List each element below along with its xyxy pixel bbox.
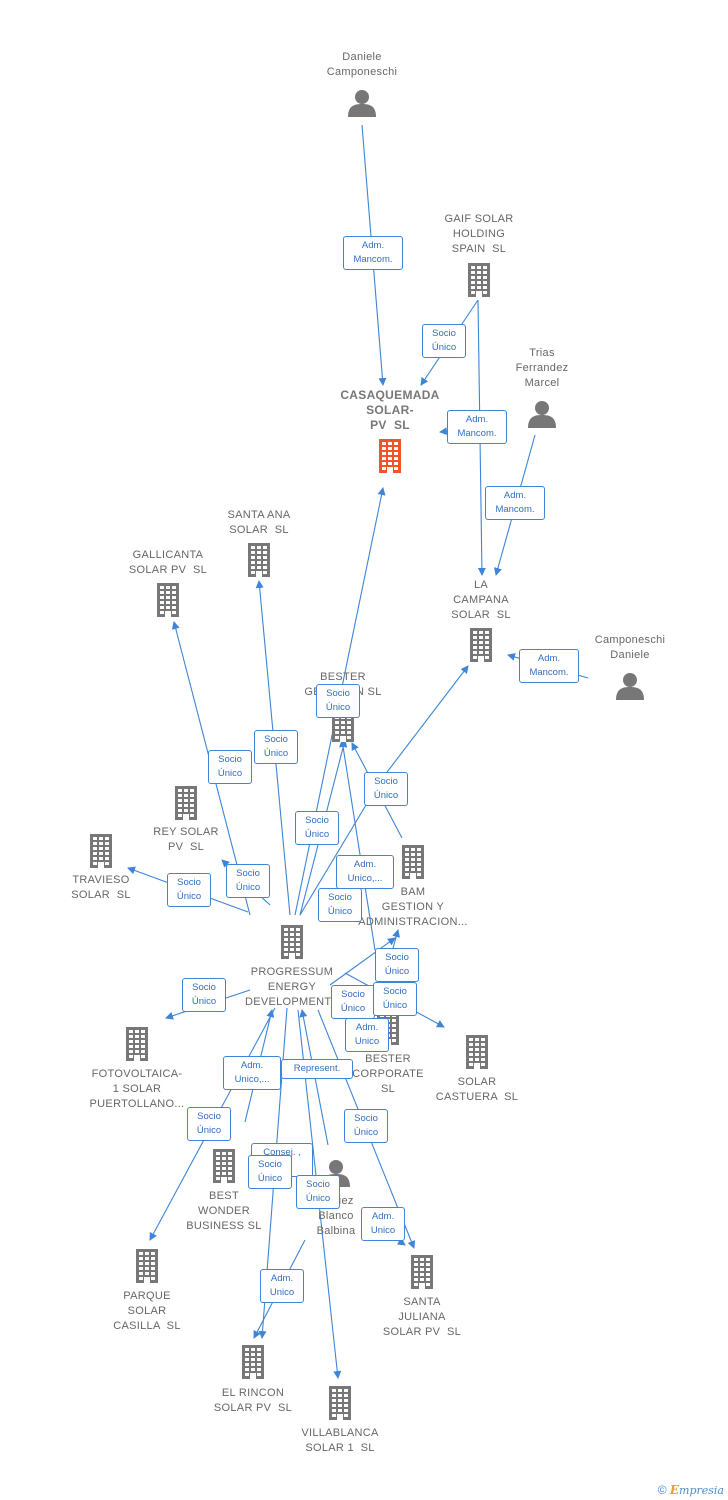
node-label: VILLABLANCA SOLAR 1 SL: [301, 1427, 379, 1454]
node-label: REY SOLAR PV SL: [153, 826, 219, 853]
person-icon[interactable]: [616, 672, 644, 705]
building-icon[interactable]: [402, 845, 424, 884]
building-icon[interactable]: [379, 439, 401, 478]
edge-label[interactable]: Adm. Unico,...: [223, 1056, 281, 1090]
building-icon[interactable]: [157, 583, 179, 622]
node-label: GAIF SOLAR HOLDING SPAIN SL: [444, 213, 514, 255]
building-icon[interactable]: [470, 628, 492, 667]
building-icon[interactable]: [126, 1027, 148, 1066]
edge-label[interactable]: Socio Único: [254, 730, 298, 764]
edge-label[interactable]: Socio Único: [182, 978, 226, 1012]
node-bestercorp[interactable]: BESTER CORPORATE SL: [328, 1052, 448, 1097]
node-gallicanta[interactable]: GALLICANTA SOLAR PV SL: [108, 548, 228, 578]
edge-label[interactable]: Socio Único: [295, 811, 339, 845]
footer-brand: © Empresia: [658, 1483, 724, 1497]
building-icon[interactable]: [411, 1255, 433, 1294]
node-campdan[interactable]: Camponeschi Daniele: [570, 633, 690, 663]
edge-label[interactable]: Adm. Unico,...: [336, 855, 394, 889]
node-label: PARQUE SOLAR CASILLA SL: [113, 1290, 181, 1332]
node-bam[interactable]: BAM GESTION Y ADMINISTRACION...: [343, 885, 483, 930]
node-bestwonder[interactable]: BEST WONDER BUSINESS SL: [164, 1189, 284, 1234]
edge-line-16: [339, 739, 376, 951]
edge-label[interactable]: Adm. Mancom.: [447, 410, 507, 444]
edge-label[interactable]: Adm. Unico: [345, 1018, 389, 1052]
node-elrincon[interactable]: EL RINCON SOLAR PV SL: [193, 1386, 313, 1416]
node-villablanca[interactable]: VILLABLANCA SOLAR 1 SL: [280, 1426, 400, 1456]
edge-label[interactable]: Socio Único: [422, 324, 466, 358]
node-label: LA CAMPANA SOLAR SL: [451, 579, 511, 621]
edge-label[interactable]: Socio Único: [316, 684, 360, 718]
node-trias[interactable]: Trias Ferrandez Marcel: [482, 346, 602, 391]
person-icon[interactable]: [348, 89, 376, 122]
node-label: BESTER CORPORATE SL: [352, 1053, 424, 1095]
node-daniele[interactable]: Daniele Camponeschi: [302, 50, 422, 80]
node-fotovoltaica[interactable]: FOTOVOLTAICA- 1 SOLAR PUERTOLLANO...: [67, 1067, 207, 1112]
node-label: Camponeschi Daniele: [594, 634, 666, 661]
node-label: CASAQUEMADA SOLAR- PV SL: [340, 388, 440, 432]
building-icon[interactable]: [468, 263, 490, 302]
node-lacampana[interactable]: LA CAMPANA SOLAR SL: [421, 578, 541, 623]
node-label: SANTA JULIANA SOLAR PV SL: [382, 1296, 462, 1338]
edge-label[interactable]: Socio Único: [187, 1107, 231, 1141]
edge-label[interactable]: Adm. Mancom.: [485, 486, 545, 520]
node-gaif[interactable]: GAIF SOLAR HOLDING SPAIN SL: [419, 212, 539, 257]
edge-label[interactable]: Socio Único: [364, 772, 408, 806]
building-icon[interactable]: [90, 834, 112, 873]
edge-label[interactable]: Socio Único: [344, 1109, 388, 1143]
node-travieso[interactable]: TRAVIESO SOLAR SL: [41, 873, 161, 903]
node-label: EL RINCON SOLAR PV SL: [213, 1387, 293, 1414]
node-label: BEST WONDER BUSINESS SL: [186, 1190, 262, 1232]
building-icon[interactable]: [136, 1249, 158, 1288]
node-label: Daniele Camponeschi: [326, 51, 398, 78]
building-icon[interactable]: [242, 1345, 264, 1384]
node-castuera[interactable]: SOLAR CASTUERA SL: [417, 1075, 537, 1105]
building-icon[interactable]: [281, 925, 303, 964]
edge-label[interactable]: Adm. Mancom.: [343, 236, 403, 270]
edge-label[interactable]: Socio Único: [248, 1155, 292, 1189]
edge-label[interactable]: Adm. Unico: [361, 1207, 405, 1241]
node-label: Trias Ferrandez Marcel: [515, 347, 569, 389]
node-label: GALLICANTA SOLAR PV SL: [128, 549, 208, 576]
edge-label[interactable]: Socio Único: [331, 985, 375, 1019]
edge-label[interactable]: Socio Único: [375, 948, 419, 982]
node-label: SANTA ANA SOLAR SL: [227, 509, 291, 536]
node-santajuliana[interactable]: SANTA JULIANA SOLAR PV SL: [362, 1295, 482, 1340]
node-label: SOLAR CASTUERA SL: [435, 1076, 519, 1103]
node-santaana[interactable]: SANTA ANA SOLAR SL: [199, 508, 319, 538]
building-icon[interactable]: [466, 1035, 488, 1074]
node-progressum[interactable]: PROGRESSUM ENERGY DEVELOPMENTS: [222, 965, 362, 1010]
edge-line-18: [329, 937, 396, 986]
edge-label[interactable]: Represent.: [281, 1059, 353, 1079]
edge-line-14: [380, 665, 469, 781]
edge-label[interactable]: Socio Único: [226, 864, 270, 898]
building-icon[interactable]: [213, 1149, 235, 1188]
node-label: PROGRESSUM ENERGY DEVELOPMENTS: [244, 966, 340, 1008]
person-icon[interactable]: [528, 400, 556, 433]
edge-label[interactable]: Socio Único: [167, 873, 211, 907]
edge-label[interactable]: Socio Único: [208, 750, 252, 784]
node-label: BAM GESTION Y ADMINISTRACION...: [358, 886, 468, 928]
node-label: FOTOVOLTAICA- 1 SOLAR PUERTOLLANO...: [89, 1068, 185, 1110]
building-icon[interactable]: [329, 1386, 351, 1425]
brand-name: mpresia: [679, 1484, 724, 1497]
node-parque[interactable]: PARQUE SOLAR CASILLA SL: [87, 1289, 207, 1334]
copyright-mark: ©: [657, 1483, 667, 1497]
edge-label[interactable]: Socio Único: [296, 1175, 340, 1209]
node-reysolar[interactable]: REY SOLAR PV SL: [126, 825, 246, 855]
building-icon[interactable]: [175, 786, 197, 825]
brand-logo-letter: E: [669, 1483, 680, 1497]
edge-label[interactable]: Socio Único: [373, 982, 417, 1016]
node-label: TRAVIESO SOLAR SL: [71, 874, 131, 901]
building-icon[interactable]: [248, 543, 270, 582]
edge-label[interactable]: Socio Único: [318, 888, 362, 922]
node-casaquemada[interactable]: CASAQUEMADA SOLAR- PV SL: [320, 388, 460, 433]
edge-label[interactable]: Adm. Mancom.: [519, 649, 579, 683]
edge-label[interactable]: Adm. Unico: [260, 1269, 304, 1303]
